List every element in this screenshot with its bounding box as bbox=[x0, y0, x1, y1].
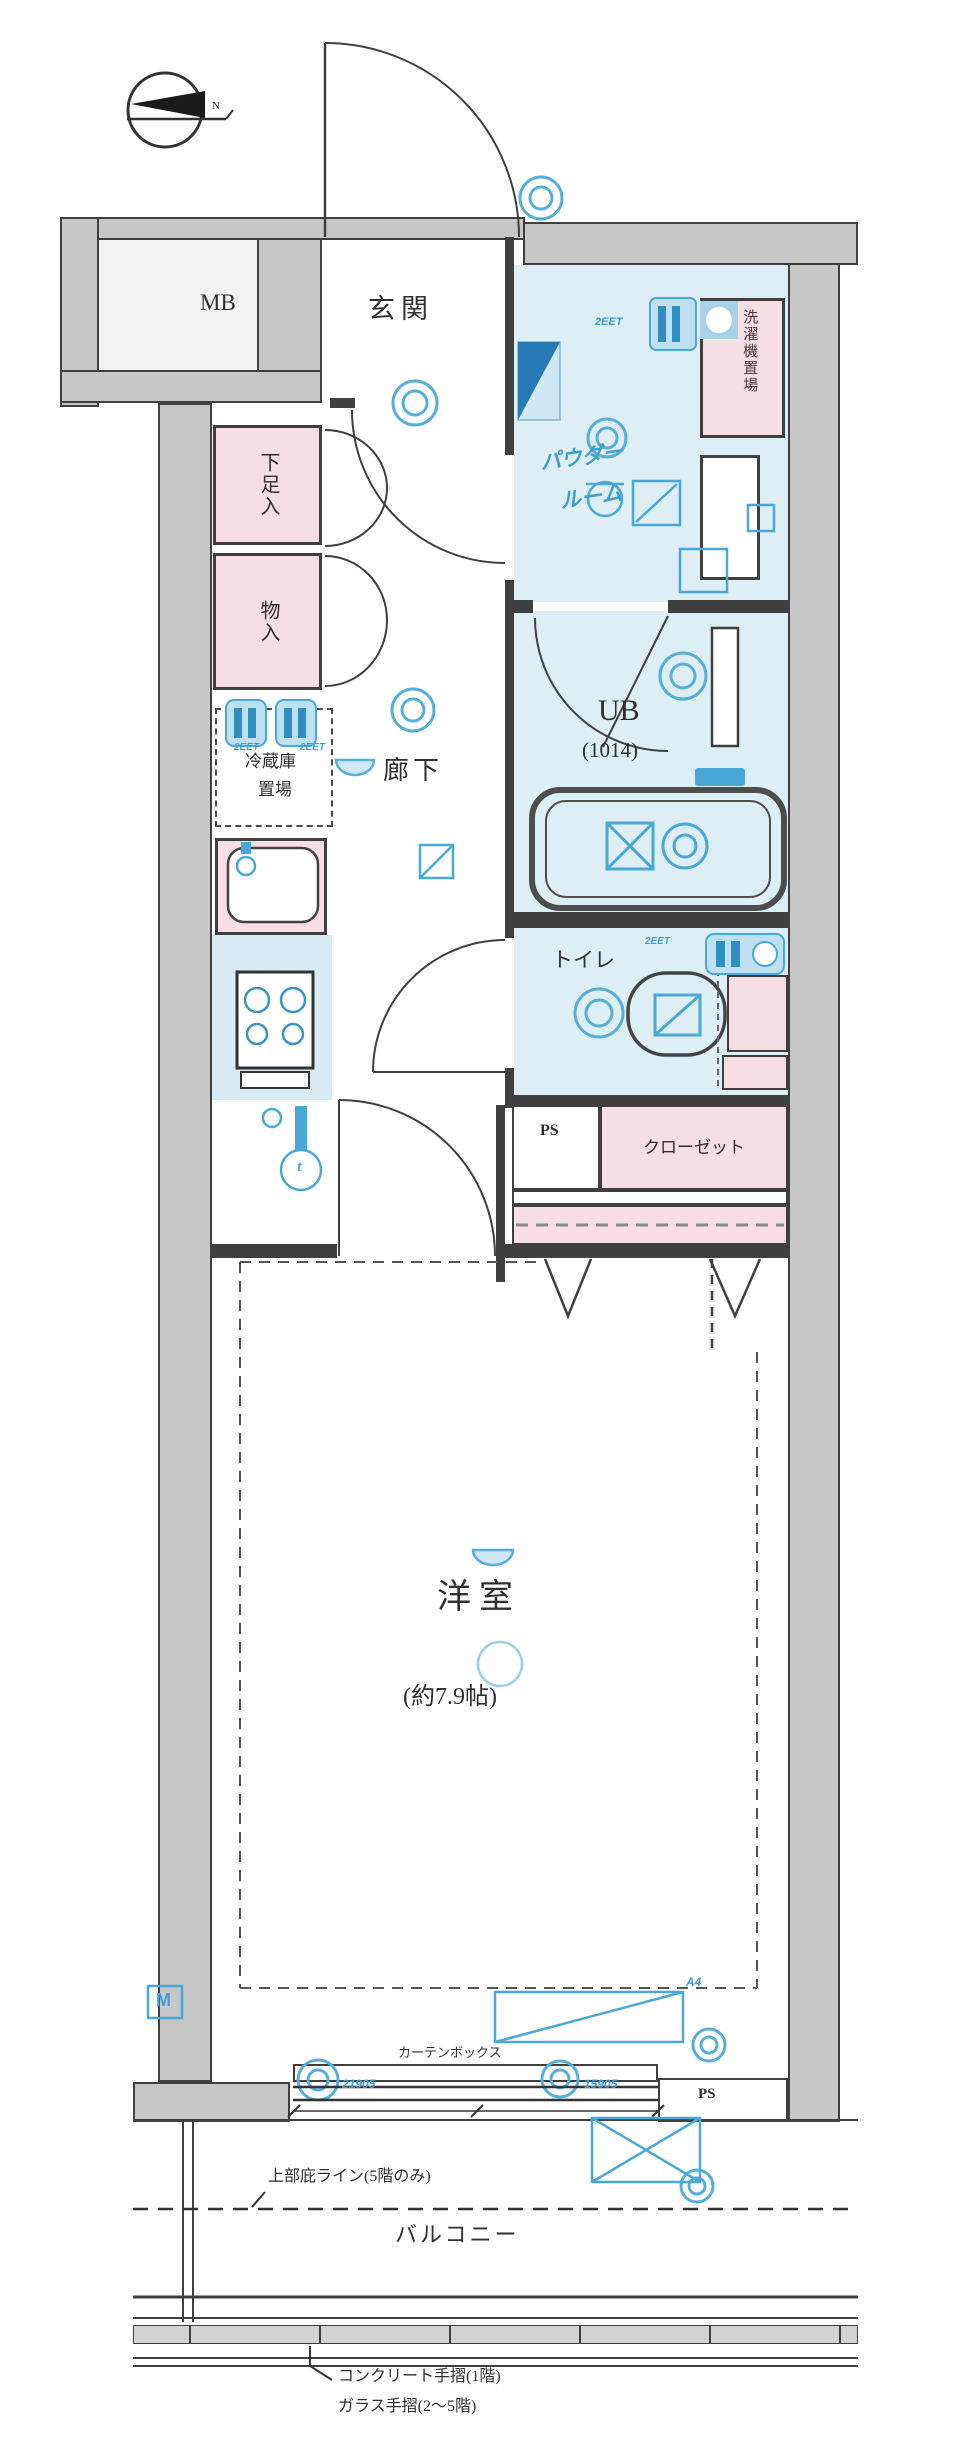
closet-label: クローゼット bbox=[643, 1137, 745, 1157]
powder-cabinet bbox=[700, 455, 760, 580]
wall-mb-bottom bbox=[60, 370, 322, 403]
balcony-label: バルコニー bbox=[395, 2222, 520, 2247]
western-room-size-label: (約7.9帖) bbox=[403, 1684, 497, 1710]
mb-floor bbox=[97, 239, 257, 370]
washer-space-label: 洗濯機置場 bbox=[741, 309, 759, 394]
toilet-cabinet-upper bbox=[727, 975, 788, 1052]
ub-label: UB bbox=[598, 694, 640, 727]
kitchen-valve-icon bbox=[261, 1106, 323, 1192]
hall-annotation-square bbox=[418, 843, 455, 880]
cup-marks bbox=[334, 758, 515, 1567]
washer-space-box: 洗濯機置場 bbox=[700, 298, 785, 438]
window-dim-left: 21905 bbox=[342, 2077, 376, 2091]
shoe-box-doors bbox=[324, 429, 388, 687]
outlet-label-powder: 2EET bbox=[595, 316, 623, 328]
pillar-mb-right bbox=[257, 238, 322, 372]
toilet-door bbox=[372, 939, 506, 1073]
western-room-door bbox=[338, 1099, 496, 1257]
ac-mark-label: A4 bbox=[686, 1975, 702, 1989]
partition-ub-top-right bbox=[668, 600, 788, 613]
balcony-railing bbox=[133, 2325, 858, 2344]
ac-unit-icon bbox=[493, 1990, 685, 2044]
valve-mark-label: t bbox=[297, 1159, 302, 1174]
unit-bath-floor bbox=[514, 611, 788, 912]
wall-top-left bbox=[60, 217, 525, 240]
kitchen-floor bbox=[212, 935, 332, 1100]
partition-hall-right-b bbox=[505, 580, 514, 938]
hall-door-arc bbox=[351, 409, 506, 564]
small-closet-box: 物入 bbox=[213, 553, 322, 690]
toilet-label: トイレ bbox=[552, 948, 615, 972]
window-dim-right: 15905 bbox=[584, 2077, 618, 2091]
room-center-circle bbox=[476, 1640, 524, 1688]
genkan-label: 玄関 bbox=[368, 294, 434, 324]
partition-hall-right-c bbox=[505, 1068, 514, 1108]
partition-genkan-hall bbox=[330, 398, 355, 408]
closet-shelf bbox=[512, 1190, 788, 1205]
partition-toilet-bottom bbox=[505, 1095, 788, 1107]
ub-size-label: (1014) bbox=[582, 738, 638, 762]
partition-room-top-left bbox=[212, 1244, 337, 1258]
wall-corner-bottom-left bbox=[133, 2082, 290, 2122]
partition-ub-toilet bbox=[513, 912, 788, 928]
balcony-x-box bbox=[590, 2116, 702, 2184]
fridge-space-label-2: 置場 bbox=[258, 780, 292, 799]
closet-hanger-band bbox=[512, 1205, 788, 1245]
hallway-label: 廊下 bbox=[383, 756, 444, 785]
ps-lower-box bbox=[658, 2078, 788, 2122]
room-dashed-outline bbox=[239, 1261, 758, 1989]
partition-ps-left bbox=[496, 1105, 505, 1282]
eave-leader bbox=[251, 2191, 266, 2208]
eave-note-label: 上部庇ライン(5階のみ) bbox=[268, 2168, 431, 2185]
entrance-door bbox=[323, 42, 520, 238]
ps-upper-box bbox=[512, 1105, 600, 1190]
railing-leader bbox=[309, 2346, 333, 2381]
shoe-box: 下足入 bbox=[213, 425, 322, 545]
outlet-label-toilet: 2EET bbox=[645, 936, 671, 947]
fridge-space-label-1: 冷蔵庫 bbox=[245, 752, 296, 771]
meter-mark-label: M bbox=[156, 1990, 171, 2010]
railing-note-label-1: コンクリート手摺(1階) bbox=[338, 2368, 501, 2385]
small-closet-label: 物入 bbox=[257, 599, 279, 644]
partition-closet-bottom bbox=[504, 1244, 788, 1258]
western-room-label: 洋室 bbox=[437, 1579, 521, 1616]
outlet-label-fridge-right: 2EET bbox=[300, 742, 326, 753]
wall-right bbox=[788, 263, 840, 2122]
ps-upper-label: PS bbox=[540, 1122, 559, 1139]
wall-top-right bbox=[523, 222, 858, 265]
railing-note-label-2: ガラス手摺(2〜5階) bbox=[338, 2398, 477, 2415]
kitchen-sink-box bbox=[215, 838, 327, 935]
outlet-label-fridge-left: 2EET bbox=[234, 742, 260, 753]
closet-box: クローゼット bbox=[600, 1105, 788, 1190]
partition-hall-right-a bbox=[505, 237, 514, 455]
shoe-box-label: 下足入 bbox=[257, 452, 279, 518]
closet-v-marks bbox=[543, 1258, 762, 1352]
partition-ub-top-left bbox=[513, 600, 533, 613]
toilet-cabinet-lower bbox=[722, 1055, 788, 1090]
mb-label: MB bbox=[200, 290, 236, 315]
curtain-box-label: カーテンボックス bbox=[398, 2045, 502, 2060]
ps-lower-label: PS bbox=[698, 2086, 716, 2102]
compass-label: N bbox=[212, 100, 220, 112]
wall-left-main bbox=[158, 403, 212, 2082]
